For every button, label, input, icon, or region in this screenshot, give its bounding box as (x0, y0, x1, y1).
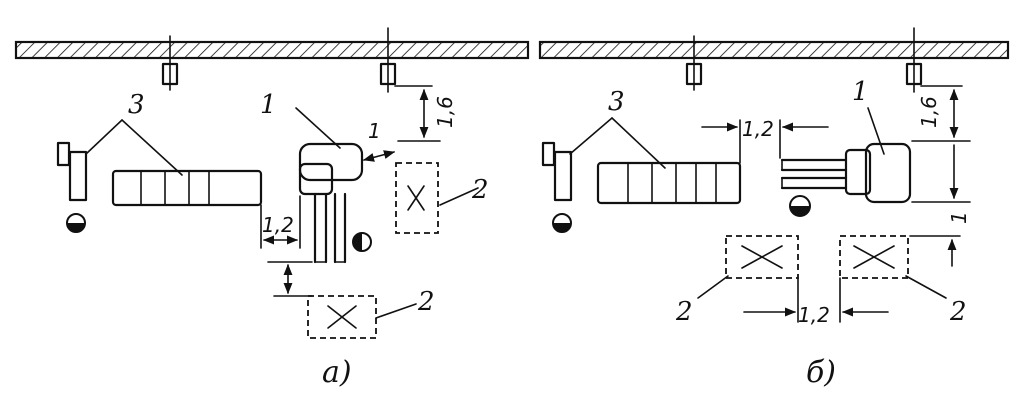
ceiling-beam-a (14, 40, 530, 60)
conveyor-post-a (56, 141, 88, 233)
panel-b: 3 1 2 (538, 27, 1010, 390)
operator-a (352, 232, 372, 252)
dimension-a-top (394, 85, 441, 142)
table-b-right (839, 235, 909, 279)
dimension-b-gap-bottom (743, 277, 889, 323)
label-table-a-right: 2 (471, 175, 489, 205)
panel-a: 3 1 2 (14, 27, 530, 390)
hanger-a-left (161, 35, 179, 91)
caption-b: б) (806, 355, 836, 390)
dimension-b-side (909, 235, 961, 267)
conveyor-b (596, 161, 742, 205)
dim-a-side: 1 (368, 119, 381, 143)
table-a-right (395, 162, 439, 234)
label-table-b-right: 2 (949, 297, 967, 327)
conveyor-post-b (541, 141, 573, 233)
dimension-b-top (911, 85, 971, 142)
dimension-b-machine (911, 144, 971, 203)
dim-b-top: 1,6 (917, 96, 941, 128)
machine-b (780, 142, 912, 204)
label-conveyor-b: 3 (608, 87, 625, 117)
label-table-a-bottom: 2 (417, 287, 435, 317)
label-machine-b: 1 (852, 77, 869, 107)
table-a-bottom (307, 295, 377, 339)
hanger-b-right (905, 27, 923, 93)
label-table-b-left: 2 (675, 297, 693, 327)
caption-a: a) (322, 355, 352, 390)
label-machine-a: 1 (260, 90, 277, 120)
hanger-b-left (685, 35, 703, 91)
dimension-a-gap (260, 195, 301, 249)
conveyor-a (111, 169, 263, 207)
table-b-left (725, 235, 799, 279)
machine-a (298, 142, 364, 264)
operator-b (789, 195, 811, 217)
dim-a-gap: 1,2 (262, 213, 294, 237)
dimension-b-gap-top (701, 119, 829, 164)
dim-a-top: 1,6 (433, 96, 457, 128)
ceiling-beam-b (538, 40, 1010, 60)
label-conveyor-a: 3 (128, 90, 145, 120)
dimension-a-bottom (267, 261, 313, 297)
dim-b-side: 1 (947, 211, 971, 224)
dimension-a-side (362, 150, 396, 162)
dim-b-gap-top: 1,2 (742, 117, 774, 141)
dim-b-gap-bottom: 1,2 (798, 303, 830, 327)
hanger-a-right (379, 27, 397, 93)
